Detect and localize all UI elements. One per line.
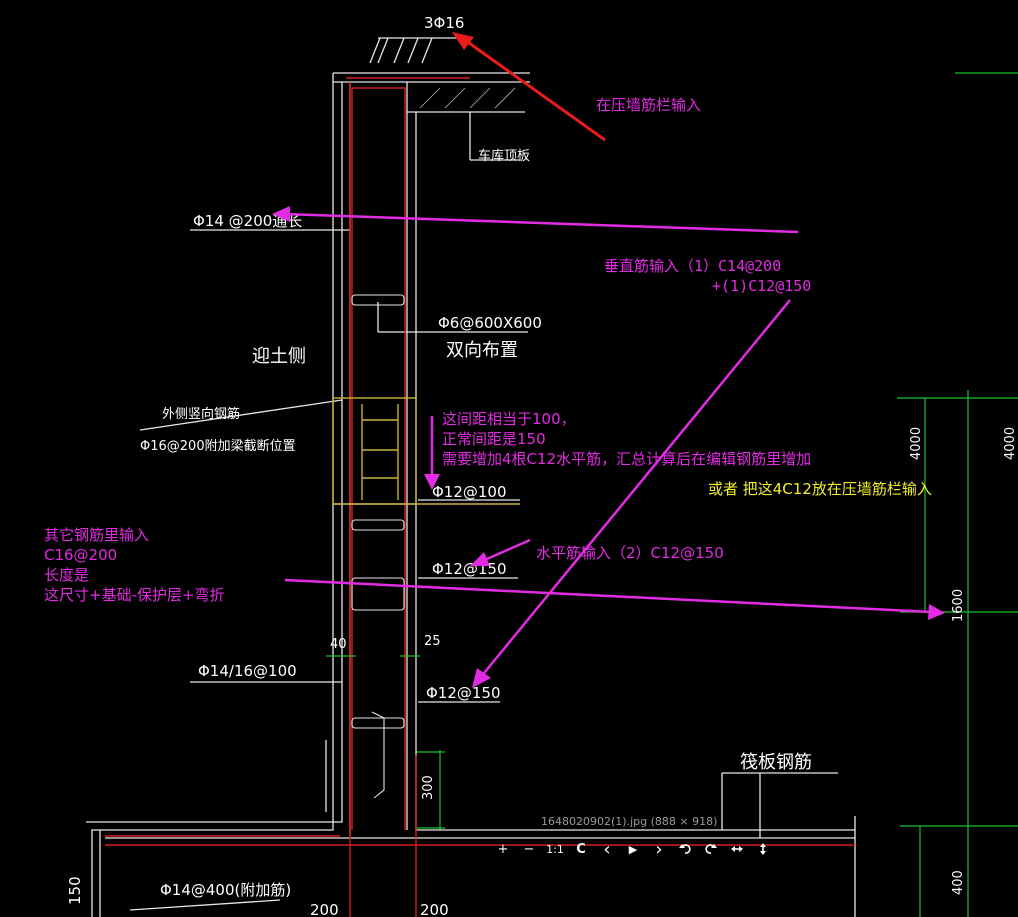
dim-4000: 4000 <box>909 427 924 460</box>
flip-horizontal-button[interactable] <box>724 838 750 860</box>
note-spacing-3: 需要增加4根C12水平筋，汇总计算后在编辑钢筋里增加 <box>442 450 811 468</box>
dim-150: 150 <box>66 876 84 905</box>
note-or: 或者 把这4C12放在压墙筋栏输入 <box>708 480 932 498</box>
flip-vertical-button[interactable] <box>750 838 776 860</box>
play-button[interactable]: ▶ <box>628 842 638 856</box>
note-top: 在压墙筋栏输入 <box>596 96 701 114</box>
next-button[interactable]: › <box>655 838 663 860</box>
dim-400: 400 <box>951 870 966 895</box>
soil-side-label: 迎土侧 <box>252 346 306 367</box>
magenta-arrows <box>272 206 945 688</box>
dim-200-b: 200 <box>420 901 449 917</box>
right-dimension-lines <box>416 72 1018 917</box>
note-vertical-1: 垂直筋输入（1）C14@200 <box>604 257 781 275</box>
dim-40: 40 <box>330 637 347 652</box>
flip-vertical-icon <box>760 843 766 855</box>
rotate-right-button[interactable] <box>698 838 724 860</box>
viewer-toolbar: + − 1:1 C ‹ ▶ › <box>490 838 776 860</box>
rebar-bottom-label: Φ14/16@100 <box>198 662 297 680</box>
rotate-left-icon <box>679 844 691 854</box>
note-spacing-1: 这间距相当于100， <box>442 410 576 428</box>
dim-1600: 1600 <box>951 589 966 622</box>
rebar-h1-label: Φ12@100 <box>432 483 507 501</box>
rebar-h3-label: Φ12@150 <box>426 684 501 702</box>
rebar-vertical-label: Φ14 @200通长 <box>193 212 302 230</box>
rebar-add-label: Φ14@400(附加筋) <box>160 881 291 899</box>
note-spacing-2: 正常间距是150 <box>442 430 546 448</box>
outer-vertical-label: 外侧竖向钢筋 <box>162 406 240 422</box>
note-other-3: 长度是 <box>44 566 89 584</box>
outer-vertical-spec: Φ16@200附加梁截断位置 <box>140 439 296 454</box>
rebar-tie-label: Φ6@600X600 <box>438 314 542 332</box>
actual-size-button[interactable]: 1:1 <box>546 842 564 856</box>
dim-300: 300 <box>421 775 436 800</box>
red-arrow <box>452 32 606 142</box>
image-caption: 1648020902(1).jpg (888 × 918) <box>541 815 718 828</box>
dim-200-a: 200 <box>310 901 339 917</box>
note-horizontal: 水平筋输入（2）C12@150 <box>536 544 724 562</box>
wall-outline <box>86 37 856 917</box>
dim-right-top: 4000 <box>1003 427 1018 460</box>
rebar-h2-label: Φ12@150 <box>432 560 507 578</box>
flip-horizontal-icon <box>731 846 743 852</box>
stirrups <box>351 294 405 799</box>
previous-button[interactable]: ‹ <box>603 838 611 860</box>
zoom-out-button[interactable]: − <box>523 841 535 857</box>
zoom-in-button[interactable]: + <box>497 841 509 857</box>
rebar-top-label: 3Φ16 <box>424 14 464 32</box>
note-other-2: C16@200 <box>44 546 117 564</box>
note-other-1: 其它钢筋里输入 <box>44 526 149 544</box>
garage-slab-label: 车库顶板 <box>478 148 530 164</box>
spacing-highlight <box>332 397 520 505</box>
note-other-4: 这尺寸+基础-保护层+弯折 <box>44 586 225 604</box>
rotate-left-button[interactable] <box>672 838 698 860</box>
dim-25: 25 <box>424 634 441 649</box>
slab-hatch <box>419 87 516 109</box>
rebar-red-lines <box>105 77 855 917</box>
reload-button[interactable]: C <box>576 841 586 857</box>
note-vertical-2: +(1)C12@150 <box>712 277 811 295</box>
two-way-label: 双向布置 <box>446 340 518 361</box>
rotate-right-icon <box>705 844 717 854</box>
raft-rebar-label: 筏板钢筋 <box>740 752 812 773</box>
